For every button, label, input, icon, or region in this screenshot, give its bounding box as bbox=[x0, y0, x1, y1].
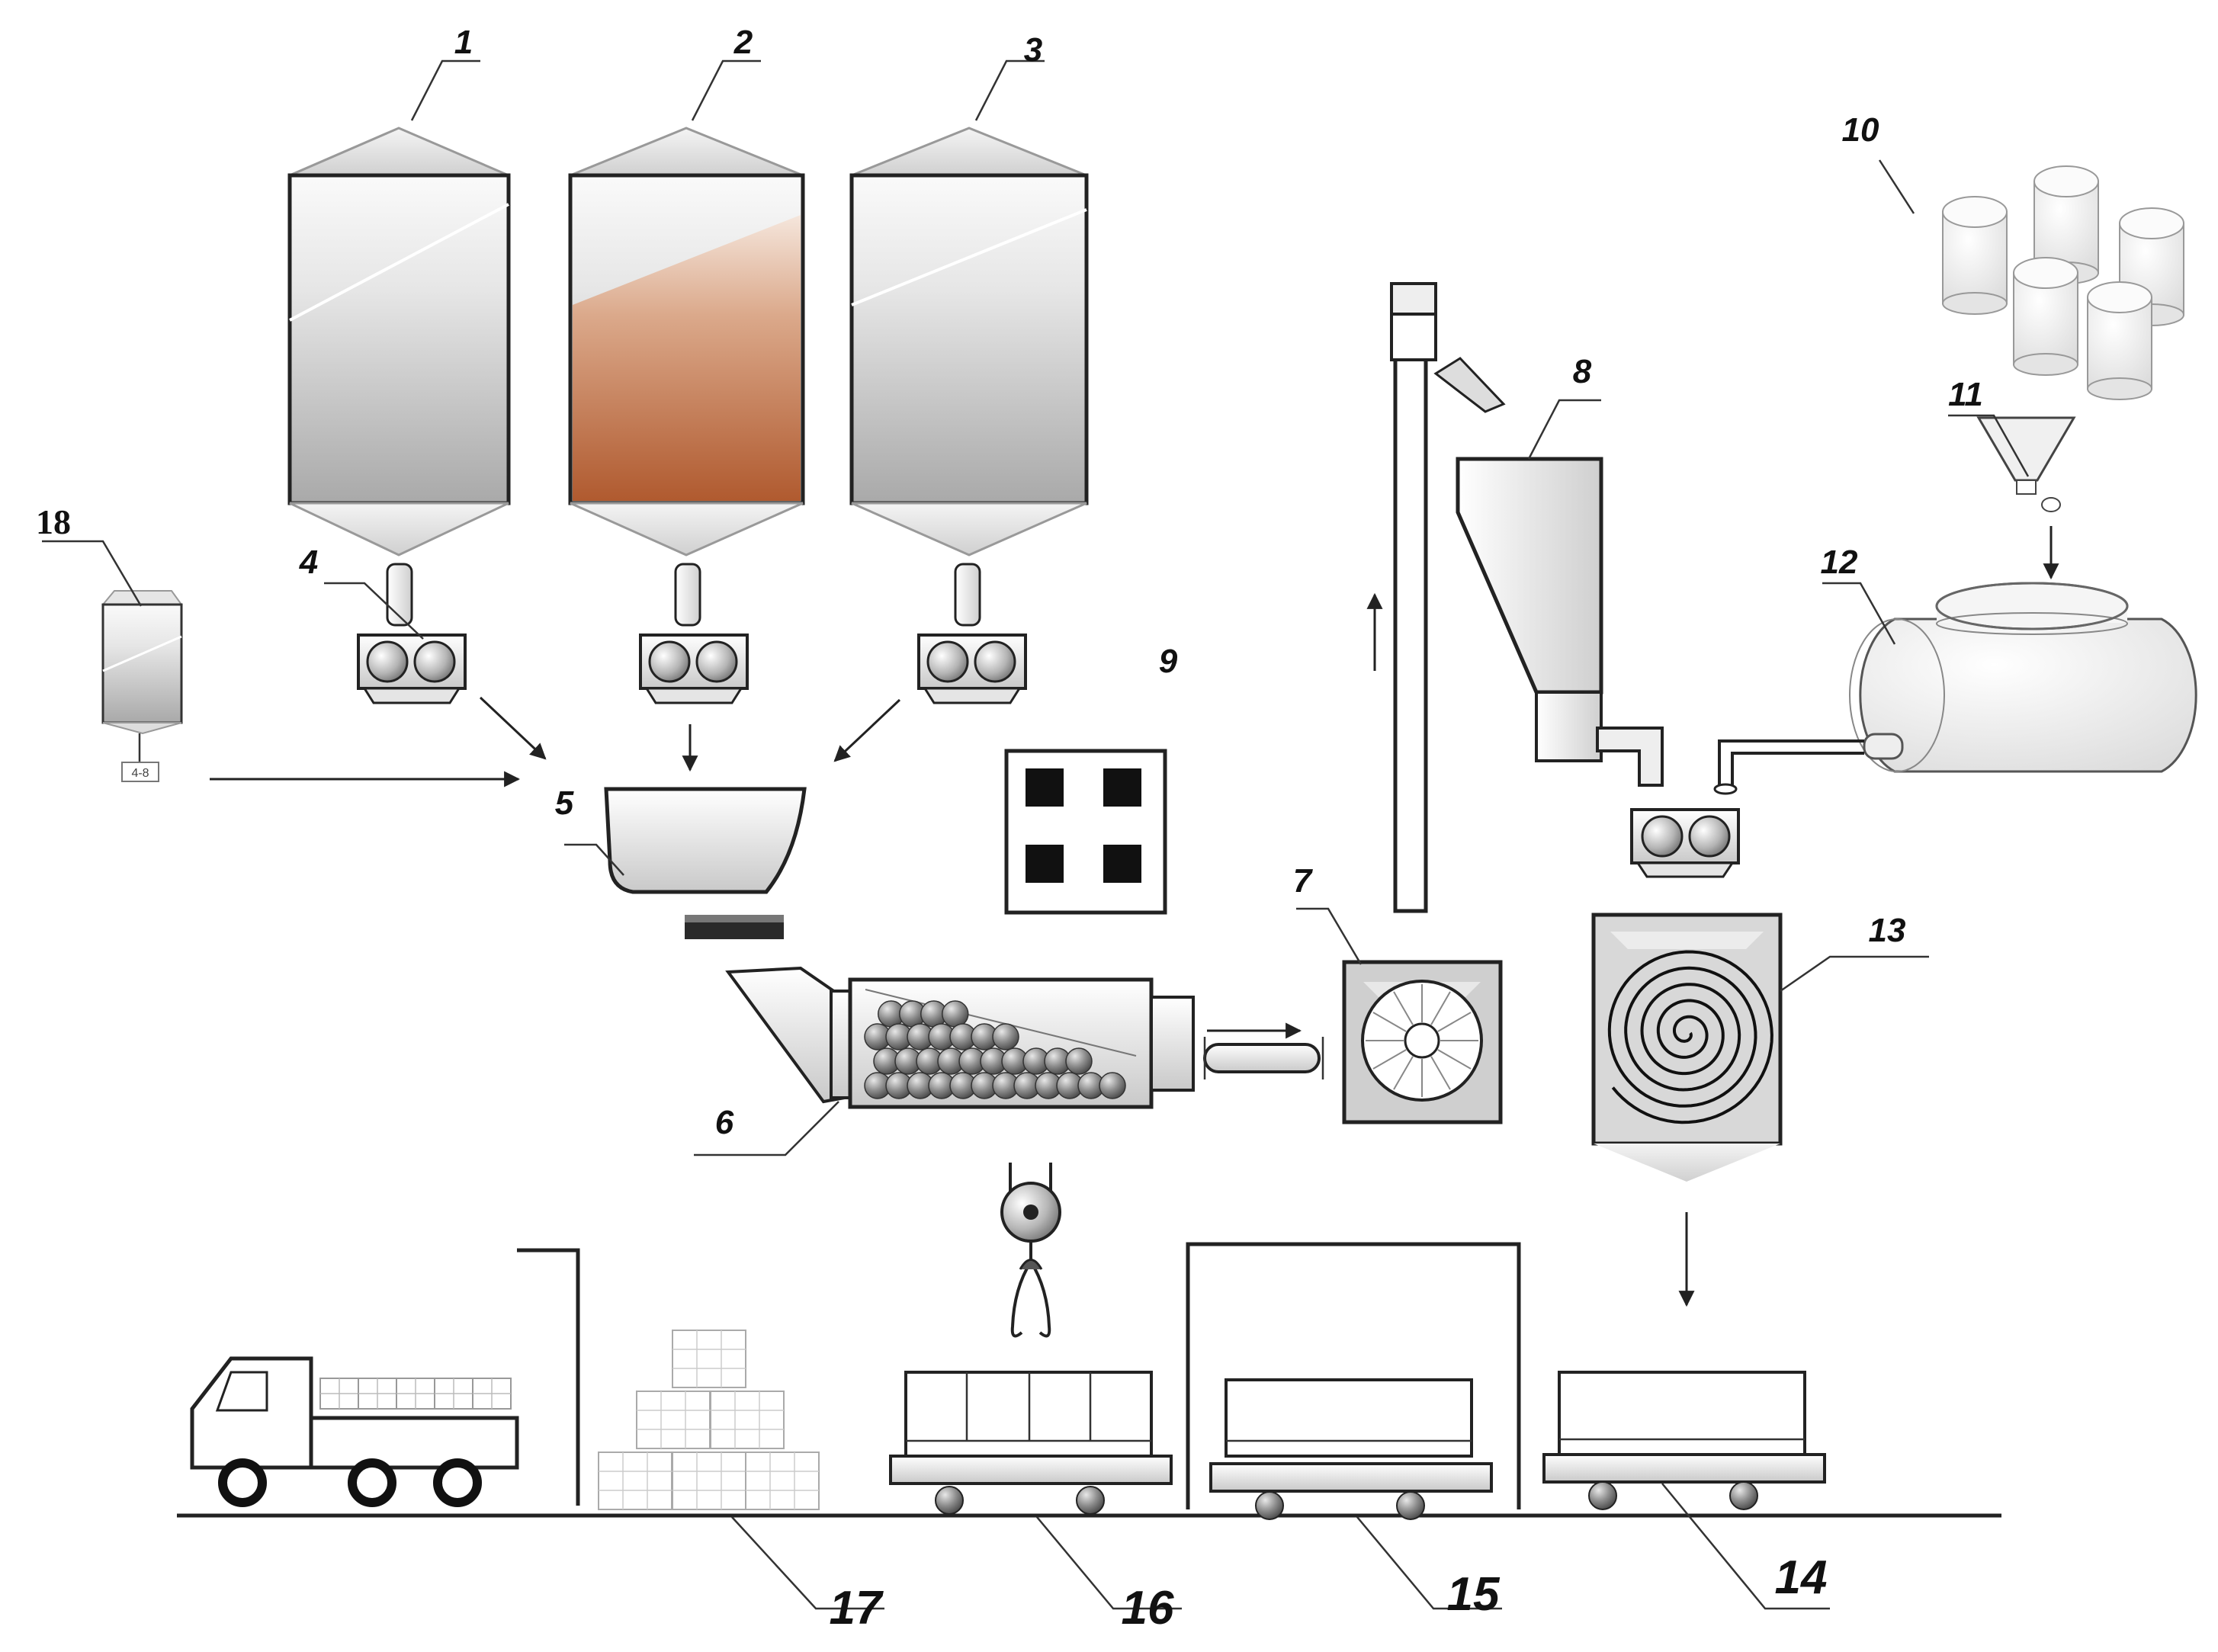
warehouse-wall bbox=[517, 1248, 580, 1506]
disintegrator bbox=[1342, 960, 1503, 1124]
label-13: 13 bbox=[1869, 912, 1906, 949]
aerated-block bbox=[672, 1330, 746, 1388]
silo-1 bbox=[287, 127, 511, 557]
mixer bbox=[604, 787, 807, 939]
autoclave-shed bbox=[1186, 1242, 1521, 1509]
cart-15 bbox=[1209, 1378, 1493, 1520]
leader-lines bbox=[42, 59, 2030, 1610]
label-1: 1 bbox=[454, 24, 473, 61]
feeder-1 bbox=[357, 563, 467, 704]
feeder-2 bbox=[639, 563, 749, 704]
lime-containers bbox=[1942, 165, 2184, 400]
spiral-mixer bbox=[1591, 913, 1783, 1307]
lime-cylinder bbox=[2013, 257, 2078, 376]
silo-3 bbox=[849, 127, 1089, 557]
grinding-ball bbox=[1065, 1047, 1093, 1075]
delivery-truck bbox=[190, 1356, 519, 1507]
bucket-elevator bbox=[1366, 282, 1506, 913]
grinding-balls bbox=[864, 1000, 1126, 1099]
transfer-pipe bbox=[1203, 1022, 1324, 1079]
aerated-block bbox=[672, 1452, 746, 1510]
arrow-feeder1-mixer bbox=[479, 696, 547, 760]
label-15: 15 bbox=[1447, 1568, 1501, 1621]
lime-cylinder bbox=[1942, 196, 2008, 315]
label-17: 17 bbox=[830, 1582, 884, 1634]
label-10: 10 bbox=[1842, 111, 1879, 149]
label-11: 11 bbox=[1948, 376, 1983, 413]
control-panel bbox=[1004, 749, 1167, 915]
grinding-ball bbox=[1099, 1072, 1126, 1099]
label-12: 12 bbox=[1821, 544, 1858, 581]
cart-16 bbox=[889, 1371, 1173, 1515]
aerated-block bbox=[636, 1391, 711, 1449]
lime-cylinder bbox=[2087, 281, 2152, 400]
ball-mill bbox=[725, 966, 1195, 1109]
funnel bbox=[1976, 416, 2076, 580]
block-stack bbox=[598, 1330, 820, 1510]
water-pipe bbox=[1713, 739, 1864, 795]
label-3: 3 bbox=[1024, 31, 1042, 69]
label-9: 9 bbox=[1159, 643, 1178, 680]
label-14: 14 bbox=[1775, 1551, 1828, 1604]
aerated-block bbox=[745, 1452, 820, 1510]
grinding-ball bbox=[942, 1000, 969, 1028]
label-4: 4 bbox=[299, 544, 318, 581]
additive-container: 4-8 bbox=[101, 590, 183, 782]
label-8: 8 bbox=[1573, 353, 1592, 390]
label-5: 5 bbox=[555, 784, 574, 822]
aerated-block bbox=[598, 1452, 672, 1510]
water-tank bbox=[1849, 582, 2197, 773]
label-18: 18 bbox=[36, 502, 71, 541]
label-16: 16 bbox=[1122, 1582, 1174, 1634]
label-2: 2 bbox=[733, 24, 753, 61]
storage-hopper bbox=[1456, 457, 1664, 787]
feeder-3 bbox=[917, 563, 1027, 704]
label-6: 6 bbox=[715, 1104, 734, 1141]
bag-tag-text: 4-8 bbox=[131, 767, 149, 780]
aerated-block bbox=[710, 1391, 785, 1449]
grinding-ball bbox=[992, 1023, 1019, 1051]
feeder-mixer13 bbox=[1630, 808, 1740, 878]
cart-14 bbox=[1542, 1371, 1826, 1510]
arrow-feeder3-mixer bbox=[833, 698, 901, 762]
silo-2 bbox=[568, 127, 805, 557]
label-7: 7 bbox=[1293, 862, 1314, 900]
crane-hook bbox=[1000, 1163, 1061, 1338]
